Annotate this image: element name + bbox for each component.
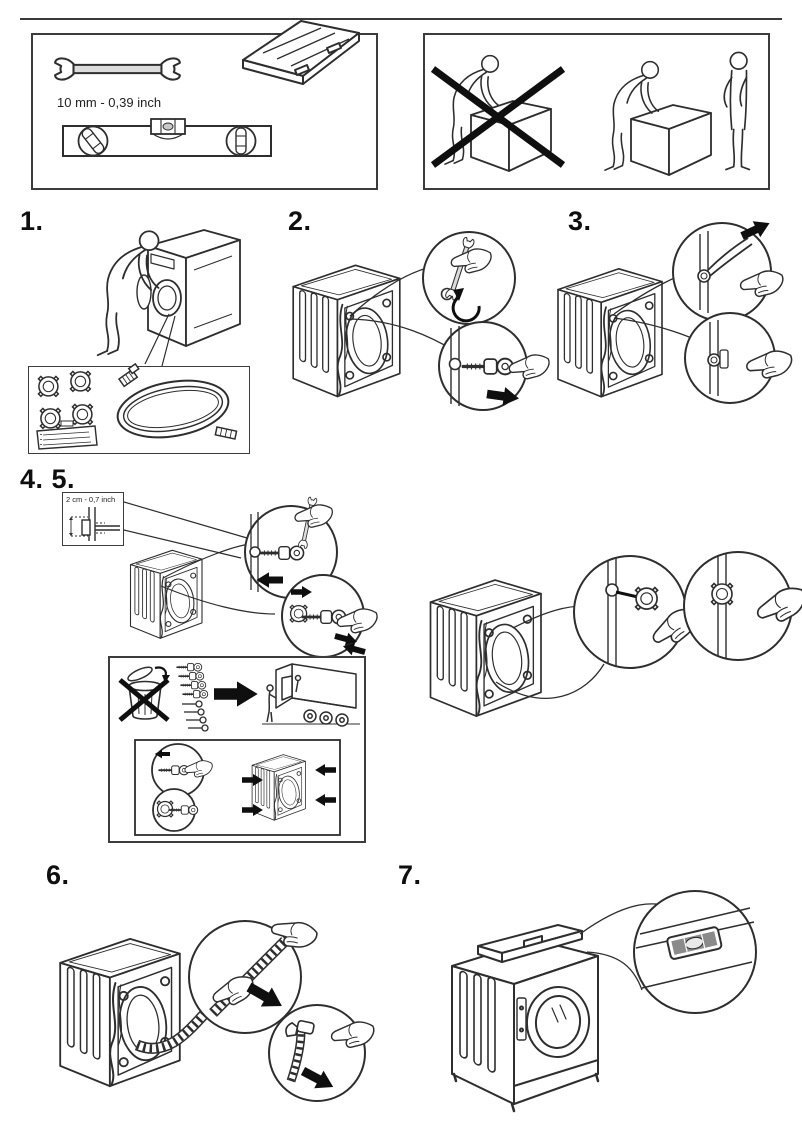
- refit-for-transport-box: [134, 739, 341, 836]
- bolt-depth-box: 2 cm - 0,7 inch: [62, 492, 124, 546]
- step-6-number: 6.: [46, 860, 70, 890]
- handling-panel: [423, 33, 770, 190]
- bolt-hole-cap-icon: [39, 407, 62, 430]
- leader-lines: [144, 313, 176, 367]
- callout-insert-cap: [573, 555, 703, 669]
- single-person-lift-crossed-out-icon: [430, 54, 566, 172]
- step-3-number: 3.: [568, 206, 592, 236]
- step-2-figure: [292, 231, 550, 411]
- bolt-hole-cap-icon: [69, 370, 92, 393]
- step-7-number: 7.: [398, 860, 422, 890]
- callout-unclip-hose: [188, 912, 320, 1034]
- accessory-kit-box: [28, 362, 250, 454]
- washer-back-view: [292, 264, 401, 398]
- callout-collar-assembly: [281, 574, 378, 659]
- bolt-hole-cap-icon: [289, 604, 308, 623]
- leader-lines: [123, 501, 248, 559]
- wrench-size-label: 10 mm - 0,39 inch: [57, 95, 162, 110]
- bolt-hole-cap-icon: [37, 375, 60, 398]
- worktop-bracket-icon: [242, 20, 360, 85]
- wrench-icon: [54, 57, 181, 81]
- transport-truck-icon: [262, 663, 360, 727]
- level-vial-icon: [666, 926, 723, 960]
- two-person-lift-icon: [604, 51, 751, 176]
- washer-open-door: [136, 229, 241, 347]
- step-1-figure: [96, 229, 241, 367]
- step-3-figure: [557, 215, 793, 404]
- callout-release-cord: [684, 312, 793, 404]
- accessory-kit-figure: [36, 362, 238, 450]
- do-not-discard-icon: [118, 666, 170, 722]
- dosing-tray-icon: [36, 420, 98, 450]
- callout-remove-holder: [268, 1004, 375, 1102]
- bolt-hole-cap-icon: [71, 403, 94, 426]
- step-4-5-number: 4. 5.: [20, 464, 76, 494]
- cross-icon: [430, 66, 566, 168]
- callout-level-bubble: [633, 890, 757, 1014]
- washer-back-view: [557, 267, 663, 398]
- bolt-depth-diagram: [69, 507, 120, 541]
- bolt-set-icons: [176, 662, 209, 732]
- spirit-level-icon: [62, 118, 272, 157]
- callout-release-hose: [672, 215, 784, 322]
- washer-front-view: [450, 923, 600, 1113]
- callout-press-cap: [683, 551, 802, 661]
- washer-back-view: [59, 937, 181, 1088]
- bolt-hole-cap-icon: [156, 800, 174, 818]
- callout-pull-bolt: [438, 321, 550, 411]
- bolt-hole-cap-icon: [634, 586, 659, 611]
- step-5-figure: [429, 551, 802, 718]
- step-7-figure: [450, 890, 757, 1113]
- top-rule: [20, 18, 782, 20]
- keep-arrow-icon: [214, 681, 258, 707]
- cross-icon: [118, 678, 170, 722]
- step-6-figure: [59, 912, 375, 1102]
- keep-bolts-figure: [118, 662, 360, 836]
- step-1-number: 1.: [20, 206, 44, 236]
- handling-figures: [430, 51, 751, 176]
- callout-unscrew-bolt: [422, 231, 516, 325]
- bolt-depth-label: 2 cm - 0,7 inch: [66, 495, 116, 504]
- hose-holder-icon: [285, 1020, 315, 1038]
- step-2-number: 2.: [288, 206, 312, 236]
- bolt-hole-cap-icon: [710, 582, 734, 606]
- inlet-hose-icon: [116, 362, 238, 440]
- step-4-figure: [123, 496, 378, 659]
- keep-bolts-box: [108, 656, 366, 843]
- rotate-arrow-icon: [451, 295, 481, 323]
